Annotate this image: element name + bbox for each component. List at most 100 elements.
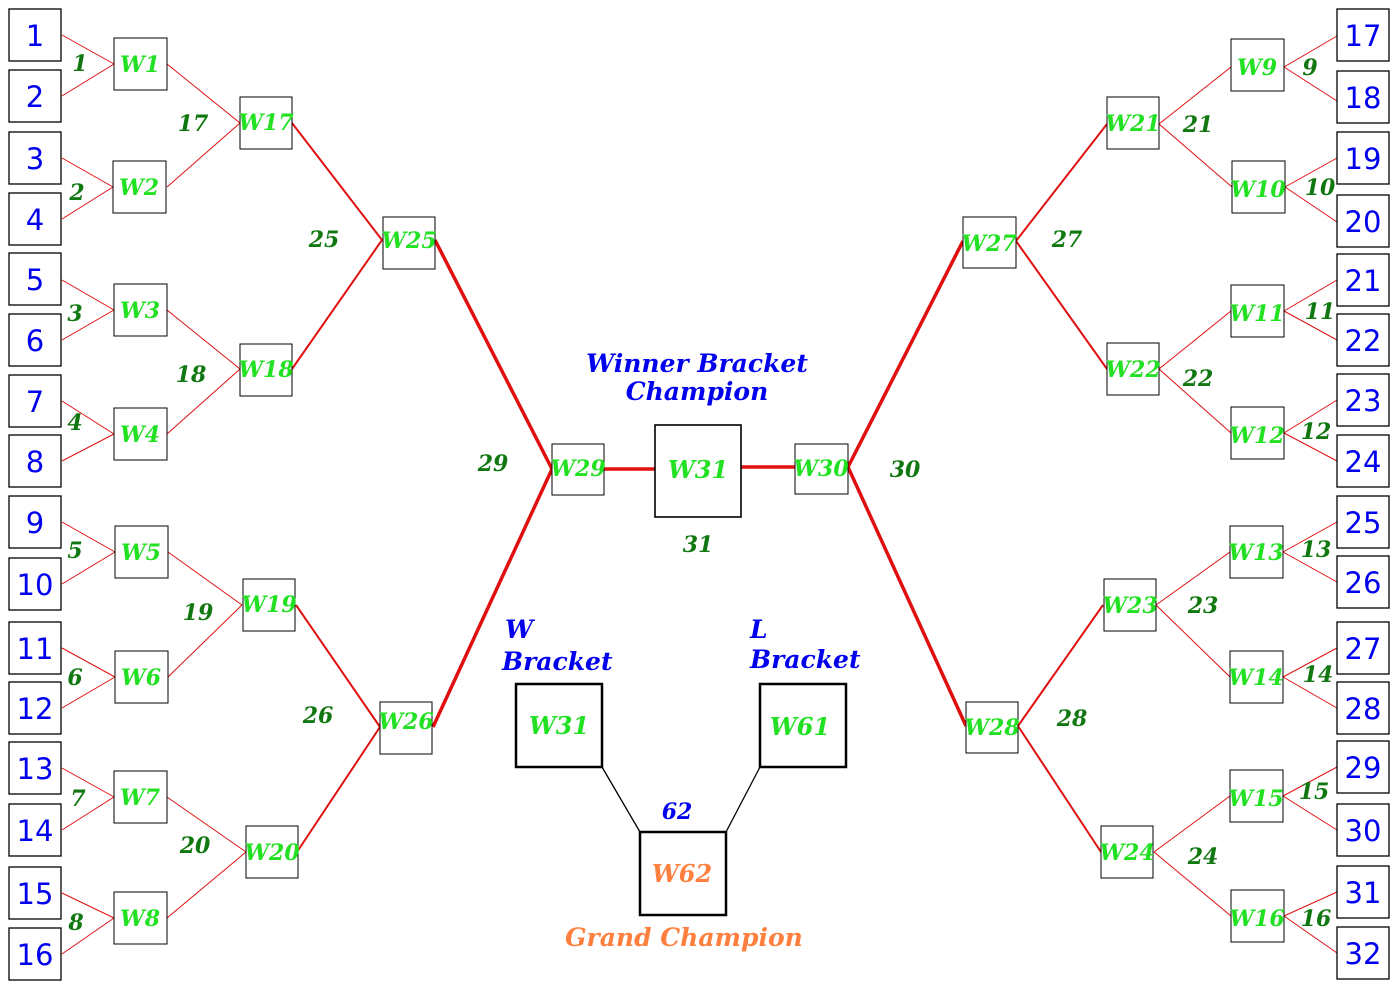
game-number: 7 bbox=[70, 786, 86, 812]
match-box: W9 bbox=[1230, 38, 1285, 92]
match-label: W31 bbox=[668, 455, 728, 484]
game-number: 10 bbox=[1305, 175, 1336, 201]
match-label: W8 bbox=[120, 906, 160, 932]
seed-box: 8 bbox=[8, 434, 62, 488]
match-label: W10 bbox=[1230, 177, 1286, 203]
seed-box: 20 bbox=[1336, 194, 1390, 248]
match-label: W17 bbox=[238, 110, 294, 136]
game-number: 28 bbox=[1056, 706, 1088, 732]
match-label: W5 bbox=[121, 540, 161, 566]
game-number: 3 bbox=[67, 301, 82, 327]
seed-number: 31 bbox=[1345, 876, 1382, 910]
seed-box: 14 bbox=[8, 803, 62, 857]
match-label: W9 bbox=[1237, 55, 1277, 81]
seed-number: 29 bbox=[1345, 751, 1382, 785]
match-label: W18 bbox=[238, 357, 293, 383]
match-box: W3 bbox=[113, 283, 168, 337]
match-box: W15 bbox=[1228, 769, 1284, 823]
seed-number: 1 bbox=[26, 19, 44, 53]
match-box: W25 bbox=[381, 216, 437, 270]
seed-box: 5 bbox=[8, 252, 62, 306]
game-number: 22 bbox=[1182, 366, 1214, 392]
seed-box: 7 bbox=[8, 374, 62, 428]
game-number: 9 bbox=[1302, 55, 1317, 81]
seed-number: 21 bbox=[1345, 264, 1382, 298]
seed-box: 31 bbox=[1336, 865, 1390, 919]
match-label: W2 bbox=[119, 175, 159, 201]
seed-number: 16 bbox=[17, 938, 54, 972]
seed-box: 1 bbox=[8, 8, 62, 62]
match-label: W7 bbox=[120, 785, 161, 811]
match-label: W14 bbox=[1228, 665, 1283, 691]
seed-box: 22 bbox=[1336, 313, 1390, 367]
seed-box: 6 bbox=[8, 313, 62, 367]
seed-number: 7 bbox=[26, 385, 44, 419]
seed-box: 23 bbox=[1336, 373, 1390, 427]
seed-number: 20 bbox=[1345, 205, 1382, 239]
match-label: W12 bbox=[1229, 423, 1284, 449]
l-bracket-caption: L bbox=[749, 615, 768, 644]
match-box: W13 bbox=[1228, 525, 1284, 579]
match-label: W3 bbox=[120, 298, 160, 324]
match-label: W27 bbox=[961, 231, 1017, 257]
seed-number: 5 bbox=[26, 263, 44, 297]
game-number: 31 bbox=[683, 532, 714, 558]
seed-box: 30 bbox=[1336, 803, 1390, 857]
seed-number: 2 bbox=[26, 80, 44, 114]
semifinal-left: W29 bbox=[550, 443, 606, 496]
game-number: 8 bbox=[67, 910, 83, 936]
round2-right: W21 W22 W23 W24 bbox=[1099, 96, 1161, 879]
seed-number: 6 bbox=[26, 324, 44, 358]
seed-box: 28 bbox=[1336, 681, 1390, 735]
match-box: W20 bbox=[244, 825, 300, 879]
match-box: W17 bbox=[238, 96, 294, 150]
match-box: W12 bbox=[1229, 406, 1285, 460]
game-number: 17 bbox=[178, 111, 209, 137]
grand-champion-caption: Grand Champion bbox=[565, 923, 803, 952]
game-number: 15 bbox=[1299, 779, 1330, 805]
seed-number: 9 bbox=[26, 506, 44, 540]
seed-number: 11 bbox=[17, 632, 54, 666]
game-number: 27 bbox=[1051, 227, 1083, 253]
match-label: W31 bbox=[529, 711, 589, 740]
game-numbers: 1 2 3 4 5 6 7 8 17 18 19 20 25 26 29 30 … bbox=[67, 51, 1336, 936]
match-label: W25 bbox=[381, 228, 436, 254]
w-bracket-box: W31 bbox=[514, 682, 604, 769]
match-label: W21 bbox=[1105, 111, 1160, 137]
seed-box: 17 bbox=[1336, 8, 1390, 62]
seed-box: 27 bbox=[1336, 621, 1390, 675]
seed-box: 12 bbox=[8, 681, 62, 735]
match-label: W28 bbox=[964, 715, 1019, 741]
match-label: W15 bbox=[1228, 786, 1283, 812]
game-number: 25 bbox=[308, 227, 340, 253]
grand-final: W Bracket L Bracket W31 W61 62 W62 Grand… bbox=[501, 615, 861, 952]
match-label: W23 bbox=[1102, 593, 1157, 619]
caption-line: Champion bbox=[626, 377, 769, 406]
seed-number: 8 bbox=[26, 445, 44, 479]
round3-left: W25 W26 bbox=[378, 216, 437, 755]
match-label: W13 bbox=[1228, 540, 1283, 566]
winner-bracket-champion-caption: Winner Bracket Champion bbox=[586, 349, 808, 406]
seed-box: 4 bbox=[8, 192, 62, 246]
game-number: 12 bbox=[1301, 419, 1332, 445]
match-box: W18 bbox=[238, 343, 294, 397]
grand-champion-box: W62 bbox=[638, 830, 728, 917]
seed-box: 3 bbox=[8, 131, 62, 185]
match-label: W61 bbox=[770, 712, 830, 741]
match-label: W16 bbox=[1229, 906, 1284, 932]
seed-box: 29 bbox=[1336, 740, 1390, 794]
match-box: W23 bbox=[1102, 578, 1158, 632]
match-label: W19 bbox=[241, 592, 296, 618]
round2-left: W17 W18 W19 W20 bbox=[238, 96, 300, 879]
seed-number: 10 bbox=[17, 568, 54, 602]
game-number: 23 bbox=[1187, 593, 1219, 619]
match-label: W22 bbox=[1105, 357, 1160, 383]
seed-number: 27 bbox=[1345, 632, 1382, 666]
game-number: 19 bbox=[183, 600, 214, 626]
match-box: W10 bbox=[1230, 160, 1286, 214]
seed-number: 22 bbox=[1345, 324, 1382, 358]
match-box: W16 bbox=[1229, 889, 1285, 943]
match-box: W8 bbox=[113, 891, 168, 945]
match-label: W1 bbox=[120, 52, 160, 78]
